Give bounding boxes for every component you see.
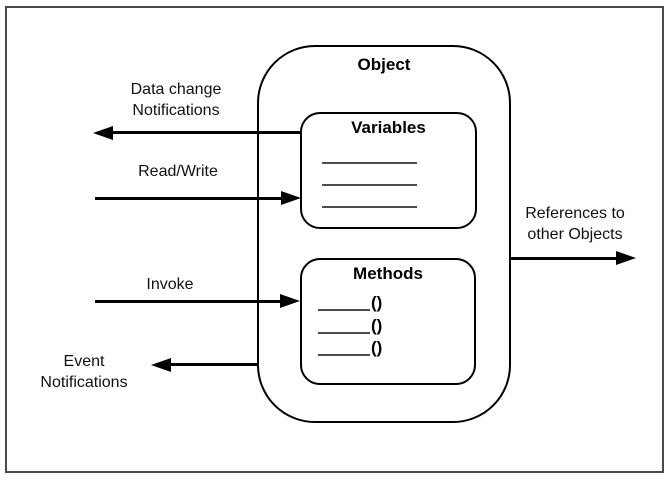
method-row: (): [318, 293, 382, 313]
arrow-shaft: [95, 197, 283, 200]
method-row: (): [318, 338, 382, 358]
event-notifications-label: Event Notifications: [40, 353, 128, 391]
arrowhead-left-icon: [93, 126, 113, 140]
data-change-notifications-label: Data change Notifications: [130, 81, 222, 119]
arrow-shaft: [511, 257, 618, 260]
references-to-other-objects-label: References to other Objects: [525, 205, 625, 243]
method-parens: (): [371, 338, 383, 357]
variables-box: [300, 112, 477, 229]
arrowhead-right-icon: [281, 191, 301, 205]
method-blank-line: [318, 332, 370, 334]
method-row: (): [318, 316, 382, 336]
invoke-label: Invoke: [146, 276, 194, 293]
methods-box: [300, 258, 476, 385]
object-title: Object: [357, 55, 411, 74]
method-parens: (): [371, 293, 383, 312]
variables-title: Variables: [351, 118, 426, 137]
arrowhead-right-icon: [280, 294, 300, 308]
method-parens: (): [371, 316, 383, 335]
arrow-shaft: [169, 363, 258, 366]
read-write-label: Read/Write: [138, 163, 218, 180]
method-blank-line: [318, 354, 370, 356]
arrowhead-right-icon: [616, 251, 636, 265]
arrow-shaft: [95, 300, 282, 303]
variable-blank-line: [322, 206, 417, 208]
arrow-shaft: [111, 131, 302, 134]
variable-blank-line: [322, 184, 417, 186]
method-blank-line: [318, 309, 370, 311]
variable-blank-line: [322, 162, 417, 164]
arrowhead-left-icon: [151, 358, 171, 372]
methods-title: Methods: [353, 264, 423, 283]
